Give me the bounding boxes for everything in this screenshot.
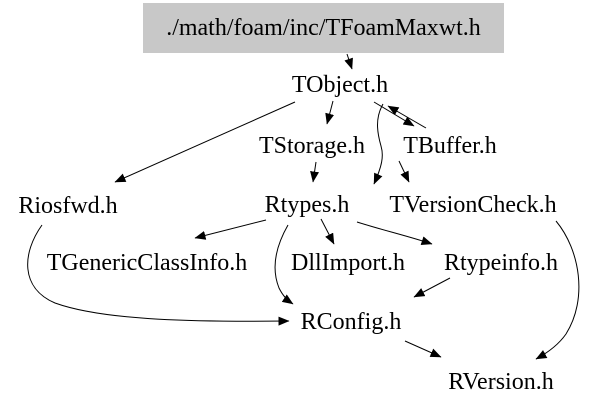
edge-riosfwd-h--rconfig-h <box>27 224 290 326</box>
node-rtypeinfo-h[interactable]: Rtypeinfo.h <box>444 250 558 276</box>
node-tbuffer-h[interactable]: TBuffer.h <box>403 133 497 159</box>
node-tfoammaxwt-h-root: ./math/foam/inc/TFoamMaxwt.h <box>143 3 504 53</box>
node-rtypes-h[interactable]: Rtypes.h <box>264 192 350 218</box>
edge-tobject-h--tversioncheck-h <box>373 103 384 185</box>
edge-rtypes-h--dllimport-h <box>320 218 335 245</box>
edge-tbuffer-h--tversioncheck-h <box>398 160 410 183</box>
edge-tobject-h--riosfwd-h <box>114 101 296 183</box>
node-rconfig-h[interactable]: RConfig.h <box>300 309 402 335</box>
node-riosfwd-h[interactable]: Riosfwd.h <box>18 193 118 219</box>
edge-tobject-h--tstorage-h <box>325 100 335 125</box>
node-tgenericclassinfo-h[interactable]: TGenericClassInfo.h <box>46 250 248 276</box>
edge-tversioncheck-h--rversion-h <box>535 220 580 360</box>
edge-rtypeinfo-h--rconfig-h <box>413 277 451 298</box>
node-tversioncheck-h[interactable]: TVersionCheck.h <box>389 192 557 218</box>
edge-math-foam-inc-tfoammaxwt-h--tobject-h <box>344 53 353 70</box>
edge-tobject-h--tbuffer-h <box>373 101 415 127</box>
edge-tbuffer-h--tobject-h <box>387 105 427 129</box>
edge-rtypes-h--tgenericclassinfo-h <box>194 219 267 240</box>
edge-rtypes-h--rtypeinfo-h <box>356 221 433 245</box>
node-rversion-h[interactable]: RVersion.h <box>448 369 554 395</box>
node-tstorage-h[interactable]: TStorage.h <box>259 133 365 159</box>
edge-tstorage-h--rtypes-h <box>310 161 320 183</box>
edge-rconfig-h--rversion-h <box>404 340 442 358</box>
node-tobject-h[interactable]: TObject.h <box>291 72 389 98</box>
node-dllimport-h[interactable]: DllImport.h <box>291 250 405 276</box>
edge-rtypes-h--rconfig-h <box>274 224 294 305</box>
